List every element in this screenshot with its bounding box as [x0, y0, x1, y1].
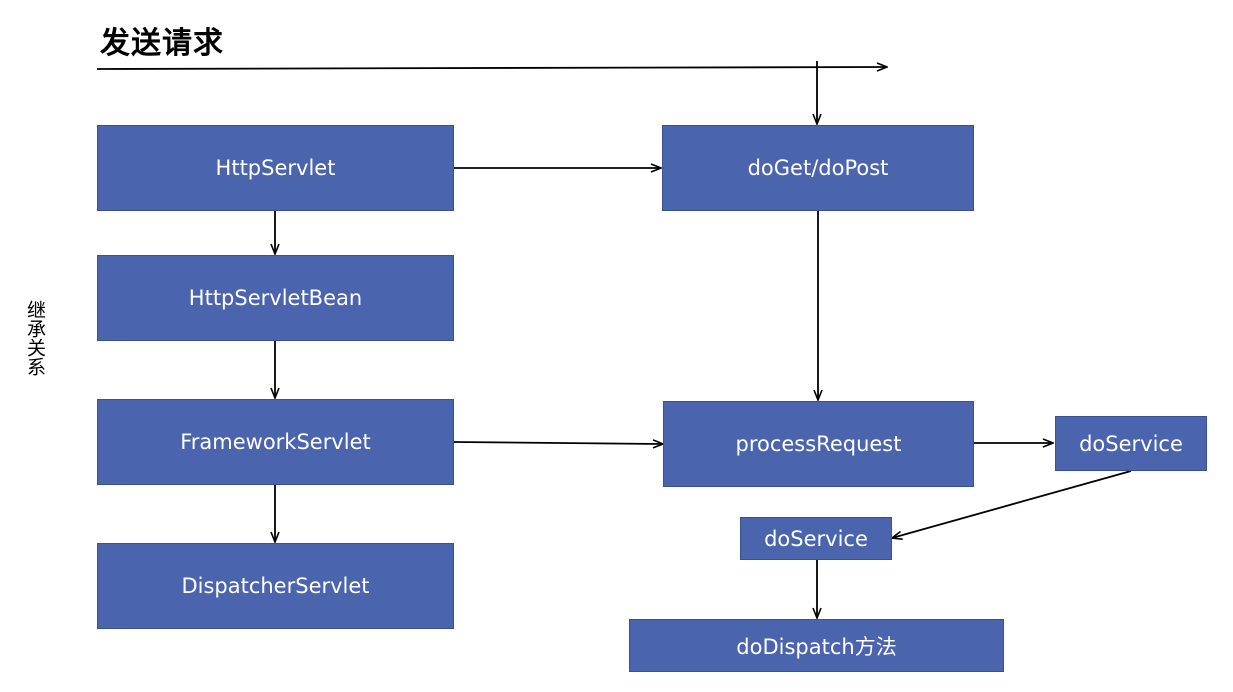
dispatcher-servlet-box: DispatcherServlet	[97, 543, 454, 629]
framework-servlet-box: FrameworkServlet	[97, 399, 454, 485]
send-request-title: 发送请求	[100, 26, 224, 61]
http-servlet-box: HttpServlet	[97, 125, 454, 211]
process-request-box: processRequest	[663, 401, 974, 487]
http-servlet-bean-box: HttpServletBean	[97, 255, 454, 341]
do-get-do-post-box: doGet/doPost	[662, 125, 974, 211]
inheritance-label: 继承关系	[24, 300, 46, 376]
do-service-box-right: doService	[1055, 416, 1207, 471]
send-request-arrow	[96, 67, 887, 69]
do-dispatch-box: doDispatch方法	[629, 619, 1004, 672]
framework-to-processrequest-arrow	[453, 442, 663, 444]
do-service-box-left: doService	[740, 517, 892, 560]
doservice-to-doservice-arrow	[892, 470, 1132, 538]
